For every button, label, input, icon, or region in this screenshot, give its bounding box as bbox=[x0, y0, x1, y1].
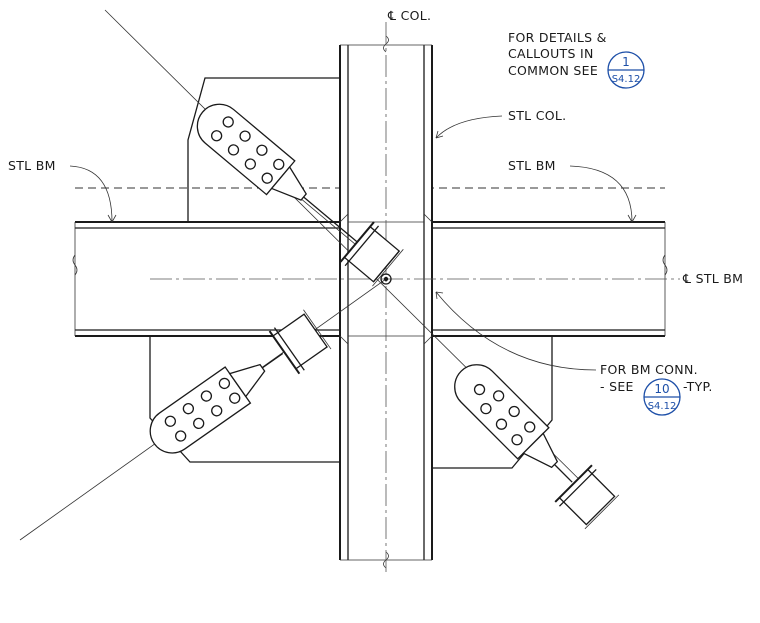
callout-bm-conn-detail-number: 10 bbox=[654, 382, 669, 396]
details-note-line-1: FOR DETAILS & bbox=[508, 30, 607, 45]
details-note-line-2: CALLOUTS IN bbox=[508, 46, 594, 61]
beam-centerline-label: ℄ STL BM bbox=[682, 271, 743, 286]
stl-col-label: STL COL. bbox=[508, 108, 566, 123]
bm-conn-note-see: - SEE bbox=[600, 379, 634, 394]
callout-common-sheet-number: S4.12 bbox=[612, 74, 641, 85]
detail-callout-bubble-bm-conn[interactable]: 10 S4.12 bbox=[643, 378, 681, 416]
details-note-line-3: COMMON SEE bbox=[508, 63, 598, 78]
stl-bm-left-label: STL BM bbox=[8, 158, 56, 173]
bm-conn-leader bbox=[435, 291, 597, 371]
bm-conn-note-typ: -TYP. bbox=[683, 379, 713, 394]
bm-conn-note-line-1: FOR BM CONN. bbox=[600, 362, 698, 377]
callout-bm-conn-sheet-number: S4.12 bbox=[648, 401, 677, 412]
stl-bm-right-label: STL BM bbox=[508, 158, 556, 173]
stl-bm-left-leader bbox=[69, 165, 113, 223]
callout-common-detail-number: 1 bbox=[622, 55, 630, 69]
brace-bottom-left bbox=[149, 309, 332, 454]
work-point bbox=[380, 273, 392, 285]
stl-bm-right-leader bbox=[569, 165, 633, 223]
stl-col-leader bbox=[435, 115, 503, 139]
brace-bottom-right bbox=[454, 364, 620, 530]
column-centerline-label: ℄ COL. bbox=[387, 8, 431, 23]
detail-callout-bubble-common[interactable]: 1 S4.12 bbox=[607, 51, 645, 89]
brace-top-left bbox=[196, 103, 404, 287]
